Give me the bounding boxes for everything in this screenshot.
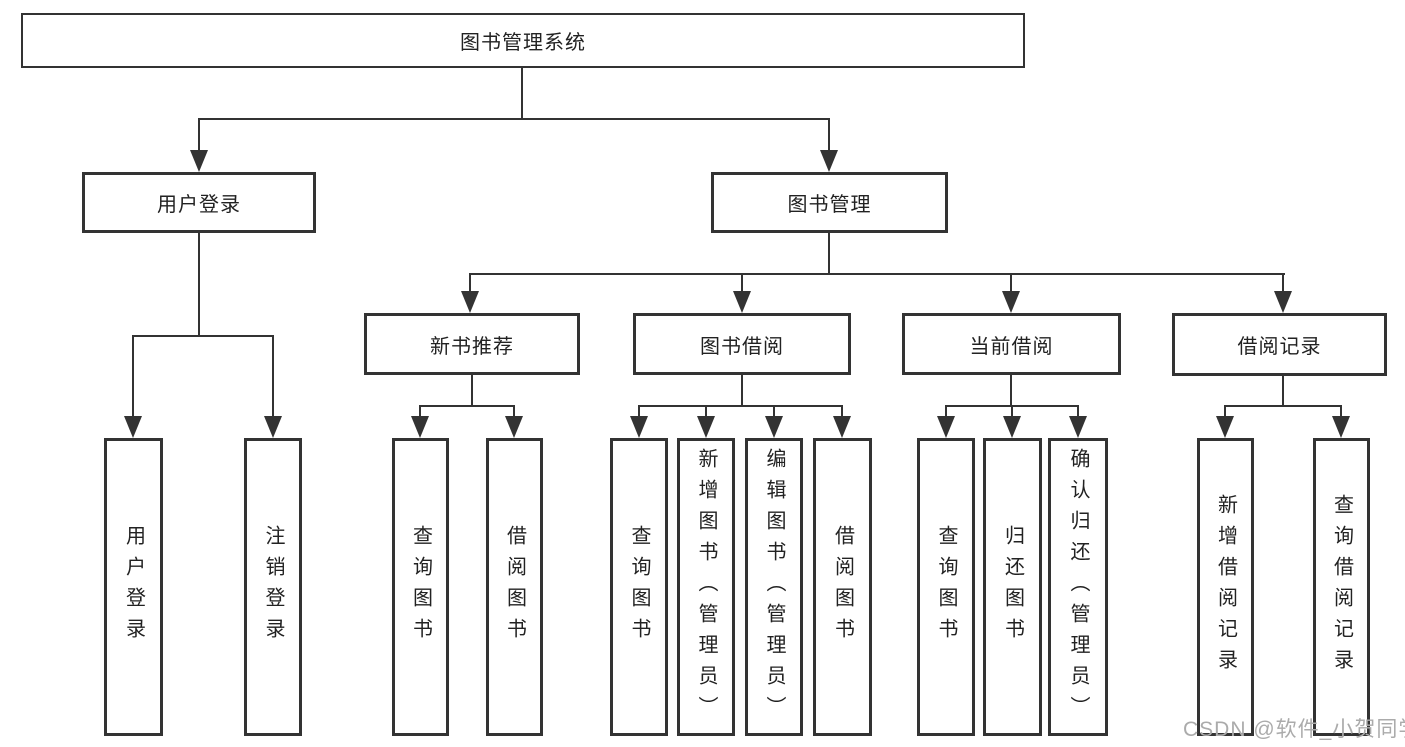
connector-hline [638,405,843,407]
arrowhead-down-icon [124,416,142,438]
connector-vline [471,375,473,407]
leaf-confirm-return-admin-label: 确认归还（管理员） [1067,447,1089,727]
node-book-management-label: 图书管理 [787,194,872,216]
leaf-borrow-book: 借阅图书 [813,438,872,736]
connector-vline [741,273,743,293]
arrowhead-down-icon [505,416,523,438]
node-book-management: 图书管理 [711,172,948,233]
leaf-query-book-borrowing: 查询图书 [610,438,668,736]
connector-vline [638,405,640,418]
arrowhead-down-icon [1069,416,1087,438]
leaf-borrow-book-recommend-label: 借阅图书 [503,525,526,649]
node-current-borrowing-label: 当前借阅 [969,335,1054,358]
connector-vline [1077,405,1079,418]
connector-hline [132,335,274,337]
connector-vline [198,233,200,337]
connector-vline [828,233,830,275]
arrowhead-down-icon [833,416,851,438]
connector-vline [741,375,743,407]
leaf-add-book-admin-label: 新增图书（管理员） [695,447,717,727]
leaf-query-borrow-record-label: 查询借阅记录 [1330,494,1353,680]
connector-vline [1224,405,1226,418]
arrowhead-down-icon [264,416,282,438]
node-library-system-label: 图书管理系统 [460,32,586,54]
arrowhead-down-icon [190,150,208,172]
leaf-logout-label: 注销登录 [262,525,284,649]
node-borrowing-records-label: 借阅记录 [1237,336,1322,358]
connector-vline [1011,405,1013,418]
connector-vline [705,405,707,418]
leaf-borrow-book-label: 借阅图书 [831,525,854,649]
node-library-system: 图书管理系统 [21,13,1025,68]
arrowhead-down-icon [1274,291,1292,313]
leaf-confirm-return-admin: 确认归还（管理员） [1048,438,1108,736]
arrowhead-down-icon [461,291,479,313]
leaf-edit-book-admin-label: 编辑图书（管理员） [763,447,785,727]
arrowhead-down-icon [937,416,955,438]
leaf-query-book-recommend-label: 查询图书 [409,525,432,649]
node-current-borrowing: 当前借阅 [902,313,1121,375]
arrowhead-down-icon [765,416,783,438]
leaf-query-book-recommend: 查询图书 [392,438,449,736]
arrowhead-down-icon [697,416,715,438]
connector-vline [1340,405,1342,418]
node-borrowing-records: 借阅记录 [1172,313,1387,376]
arrowhead-down-icon [1216,416,1234,438]
arrowhead-down-icon [733,291,751,313]
connector-vline [132,335,134,419]
connector-vline [841,405,843,418]
connector-vline [1282,273,1284,293]
connector-vline [198,118,200,154]
leaf-user-login: 用户登录 [104,438,163,736]
connector-hline [1224,405,1342,407]
leaf-query-book-borrowing-label: 查询图书 [628,525,650,649]
arrowhead-down-icon [411,416,429,438]
node-new-book-recommend: 新书推荐 [364,313,580,375]
leaf-return-book: 归还图书 [983,438,1042,736]
leaf-borrow-book-recommend: 借阅图书 [486,438,543,736]
arrowhead-down-icon [630,416,648,438]
leaf-add-borrow-record-label: 新增借阅记录 [1214,494,1237,680]
node-book-borrowing-label: 图书借阅 [700,335,784,358]
connector-vline [1010,375,1012,407]
connector-vline [1282,376,1284,407]
connector-vline [945,405,947,418]
leaf-edit-book-admin: 编辑图书（管理员） [745,438,803,736]
connector-hline [198,118,830,120]
leaf-logout: 注销登录 [244,438,302,736]
connector-vline [272,335,274,419]
node-user-login: 用户登录 [82,172,316,233]
leaf-query-book-current: 查询图书 [917,438,975,736]
connector-vline [419,405,421,418]
connector-vline [828,118,830,154]
connector-hline [469,273,1285,275]
arrowhead-down-icon [1003,416,1021,438]
csdn-watermark: CSDN @软件_小贺同学 [1183,718,1405,741]
connector-vline [469,273,471,293]
connector-vline [1010,273,1012,293]
node-user-login-label: 用户登录 [157,194,241,216]
arrowhead-down-icon [820,150,838,172]
arrowhead-down-icon [1002,291,1020,313]
node-new-book-recommend-label: 新书推荐 [430,335,514,358]
leaf-user-login-label: 用户登录 [122,525,145,649]
leaf-add-borrow-record: 新增借阅记录 [1197,438,1254,736]
leaf-return-book-label: 归还图书 [1001,525,1024,649]
node-book-borrowing: 图书借阅 [633,313,851,375]
connector-vline [521,68,523,118]
connector-vline [773,405,775,418]
leaf-query-borrow-record: 查询借阅记录 [1313,438,1370,736]
leaf-add-book-admin: 新增图书（管理员） [677,438,735,736]
leaf-query-book-current-label: 查询图书 [935,525,957,649]
connector-hline [419,405,515,407]
arrowhead-down-icon [1332,416,1350,438]
connector-vline [513,405,515,418]
